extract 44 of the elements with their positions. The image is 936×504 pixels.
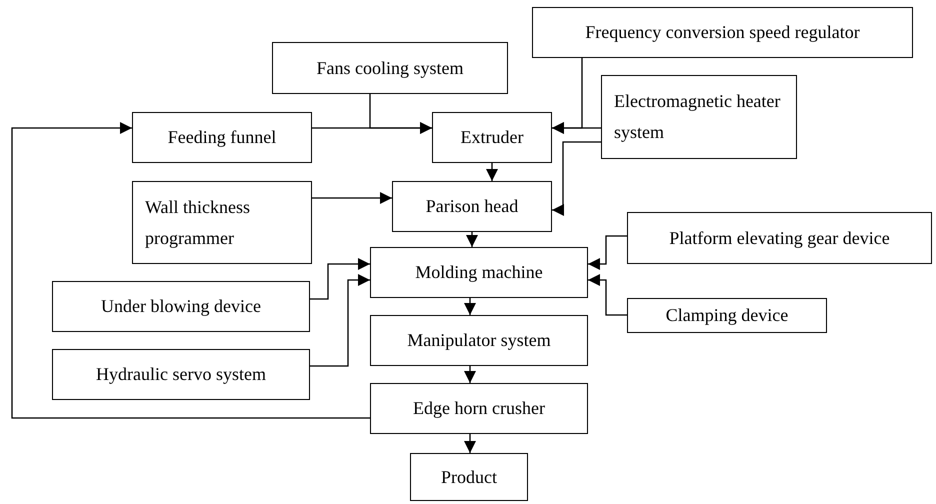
box-label: Parison head	[426, 195, 518, 218]
process-box	[370, 315, 588, 366]
arrow	[464, 366, 476, 383]
box-label: Hydraulic servo system	[96, 363, 266, 386]
process-box	[52, 349, 310, 400]
arrow	[312, 122, 432, 134]
box-label: Clamping device	[666, 304, 788, 328]
box-label: Manipulator system	[407, 329, 551, 352]
box-label: Frequency conversion speed regulator	[585, 21, 860, 44]
process-box	[410, 453, 528, 501]
arrow	[588, 235, 627, 270]
process-box	[370, 247, 588, 298]
arrow	[310, 258, 370, 300]
process-box	[132, 112, 312, 163]
process-box	[432, 112, 552, 163]
process-box	[272, 42, 508, 94]
process-box	[601, 75, 797, 159]
process-box	[627, 298, 827, 333]
arrow	[464, 434, 476, 453]
process-box	[52, 281, 310, 332]
arrow	[486, 163, 498, 181]
arrow	[588, 274, 627, 316]
box-label: Edge horn crusher	[413, 397, 545, 420]
arrow	[552, 141, 601, 216]
process-box	[627, 212, 932, 264]
box-label: Fans cooling system	[316, 56, 464, 80]
process-box	[392, 181, 552, 232]
arrow	[552, 122, 601, 134]
arrow	[310, 274, 370, 367]
arrow	[11, 122, 370, 419]
arrow	[464, 298, 476, 315]
box-label: Extruder	[460, 126, 524, 150]
box-label: Electromagnetic heater system	[614, 90, 782, 144]
box-label: Platform elevating gear device	[669, 226, 890, 250]
box-label: Product	[441, 466, 497, 489]
box-label: Molding machine	[415, 261, 543, 284]
box-label: Under blowing device	[101, 295, 261, 318]
process-box	[132, 181, 312, 264]
box-label: Feeding funnel	[168, 126, 276, 150]
process-box	[532, 7, 913, 58]
process-box	[370, 383, 588, 434]
arrow	[312, 192, 392, 204]
arrow	[466, 232, 478, 247]
box-label: Wall thickness programmer	[145, 196, 252, 250]
